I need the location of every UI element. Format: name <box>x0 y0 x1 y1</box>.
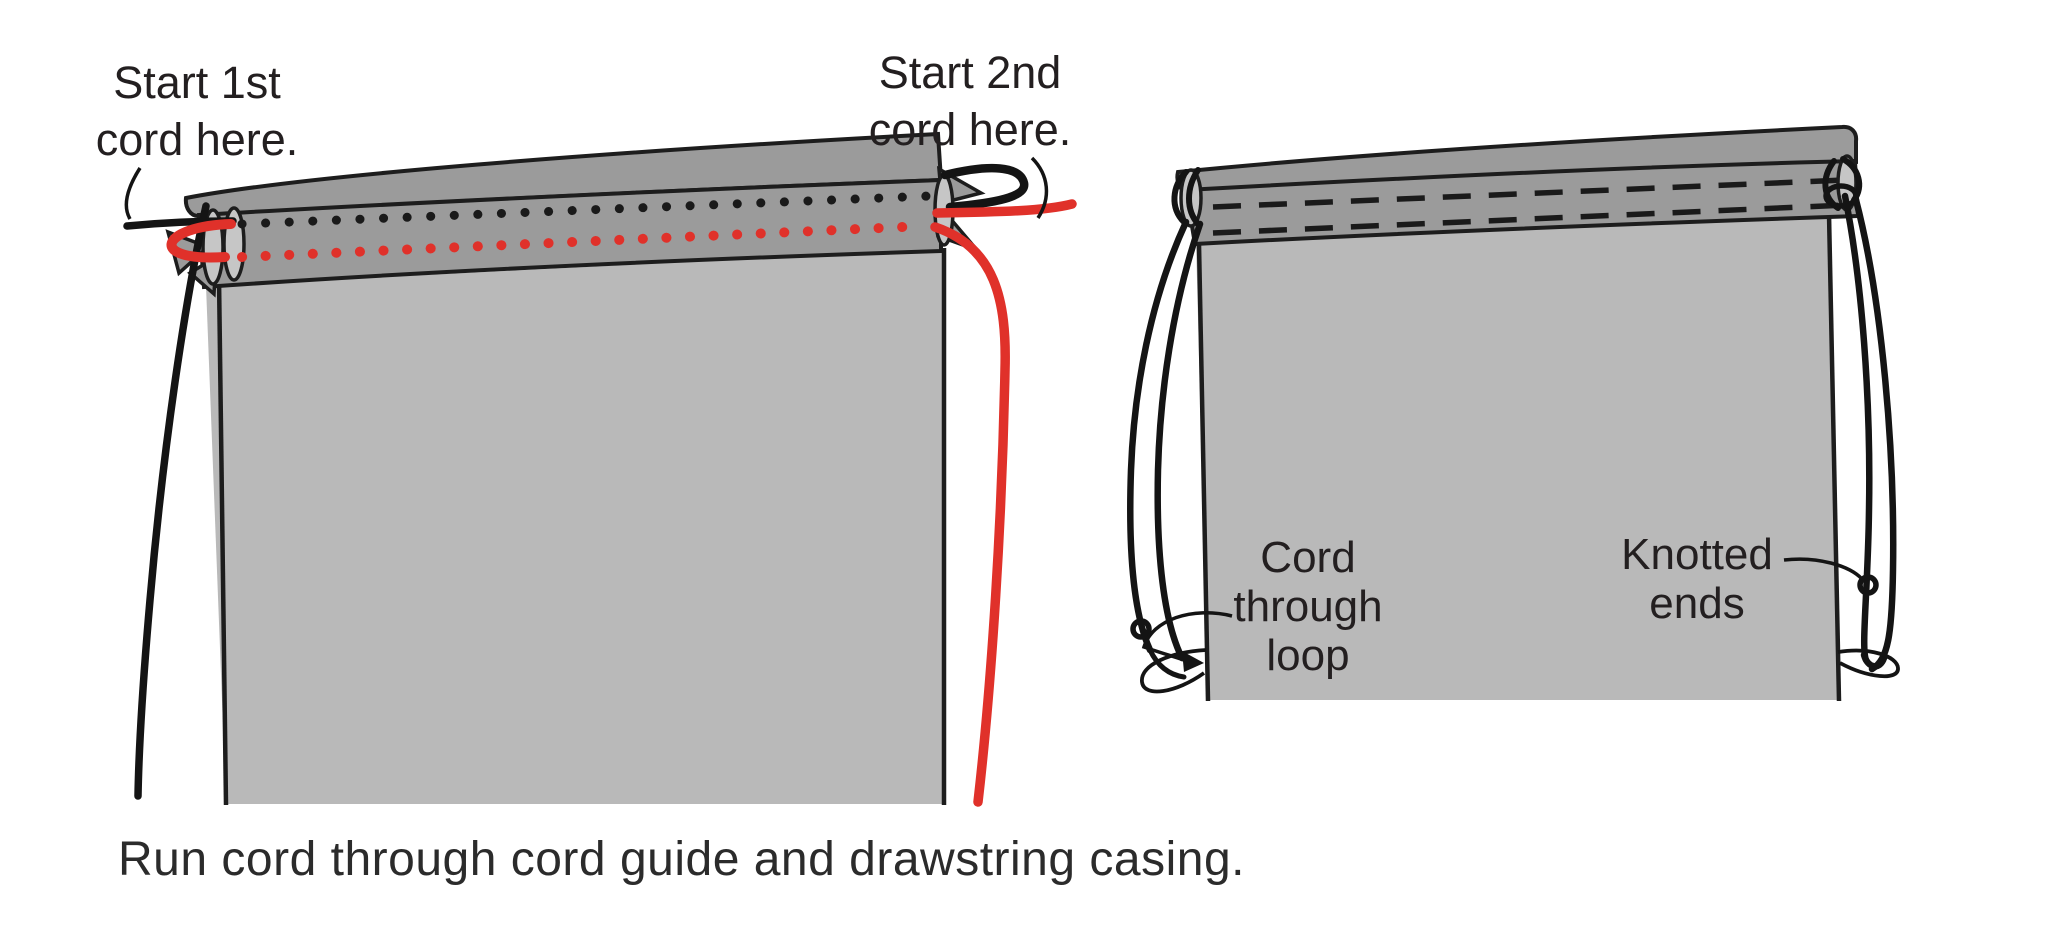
label-start-first-cord: Start 1st cord here. <box>95 57 299 165</box>
left-bag-body <box>206 249 944 804</box>
label-start-second-cord: Start 2nd cord here. <box>868 47 1072 155</box>
bottom-right-fabric-loop <box>1837 648 1900 679</box>
right-bag-right-edge <box>1826 213 1842 702</box>
left-cord-tip-1 <box>1147 647 1187 680</box>
label-cord-through-loop: Cord through loop <box>1233 533 1383 680</box>
black-cord-loop-right <box>940 163 1029 212</box>
right-opening-cord-loop <box>1823 183 1859 209</box>
cord-loop-leader-line <box>1141 611 1233 662</box>
right-bag-left-cord-2 <box>1154 220 1204 662</box>
left-bag-left-edge <box>216 277 229 806</box>
left-opening-cord-wrap-2 <box>1186 167 1201 227</box>
first-cord-leader-line <box>124 167 142 220</box>
right-bag-right-cord-1 <box>1841 192 1873 664</box>
right-bag-illustration <box>1127 124 1900 702</box>
left-bag-casing <box>196 177 943 290</box>
right-bag-right-cord-2 <box>1852 196 1897 673</box>
right-bag-body <box>1196 212 1838 700</box>
right-bag-right-cord-u-join <box>1860 651 1888 670</box>
red-cord-hanging-right <box>930 222 1010 807</box>
red-cord-exit-right <box>932 199 1077 218</box>
left-opening-cord-wrap-1 <box>1171 169 1189 225</box>
right-bag-left-cord-1 <box>1127 218 1190 654</box>
casing-stitch-row-upper <box>1212 177 1846 210</box>
right-bag-left-edge <box>1196 243 1211 702</box>
figure-caption: Run cord through cord guide and drawstri… <box>118 833 1245 886</box>
second-cord-leader-line <box>1030 156 1049 219</box>
bottom-left-fabric-loop <box>1140 648 1207 694</box>
black-cord-hanging <box>134 202 210 800</box>
casing-stitch-row-lower <box>1212 202 1848 236</box>
knotted-ends-leader-line <box>1783 557 1864 581</box>
cord-loop-leader-arrowhead <box>1182 651 1204 672</box>
label-knotted-ends: Knotted ends <box>1621 530 1773 628</box>
second-cord-dotted-path <box>237 221 930 262</box>
red-cord-loop-left <box>166 219 236 263</box>
left-knot <box>1130 618 1152 640</box>
left-bag-illustration <box>123 131 1077 807</box>
first-cord-dotted-path <box>237 191 935 229</box>
right-knot <box>1857 574 1879 596</box>
